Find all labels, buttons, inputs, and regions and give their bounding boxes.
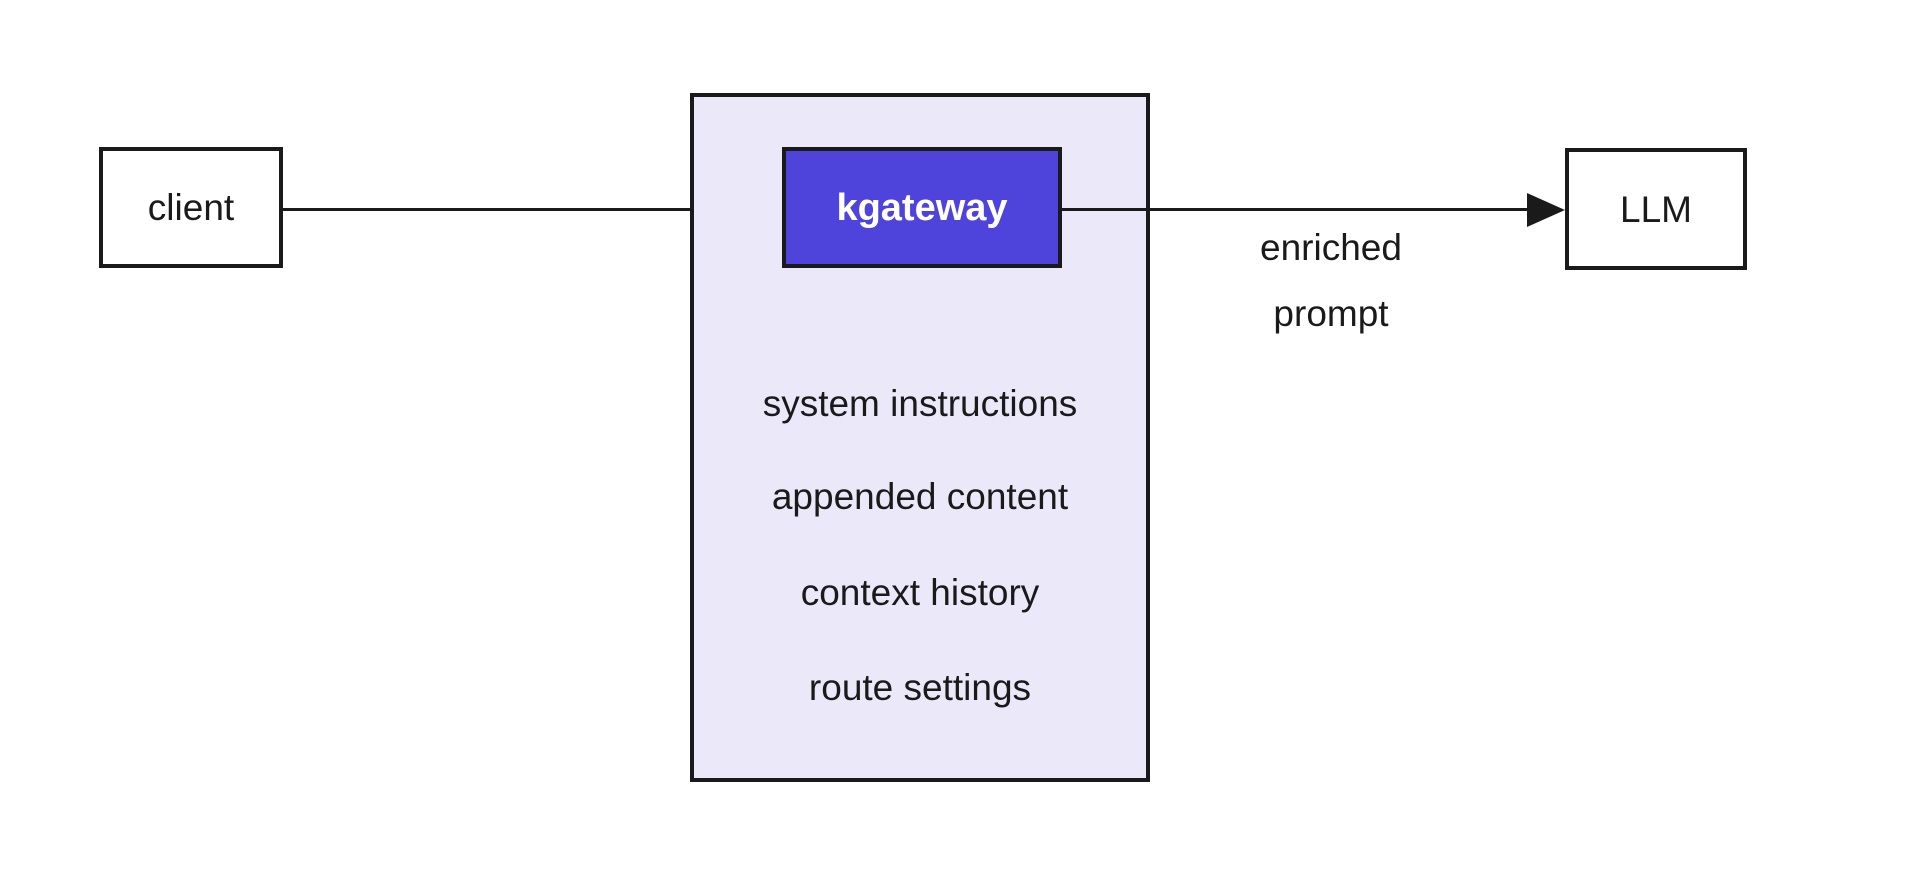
arrow-line-kgateway-to-llm <box>1062 208 1530 211</box>
container-item-appended-content: appended content <box>771 476 1069 517</box>
enriched-prompt-line-2: prompt <box>1273 293 1389 334</box>
kgateway-node: kgateway <box>782 147 1062 268</box>
arrow-head-icon <box>1527 193 1565 227</box>
container-item-route-settings: route settings <box>808 667 1032 708</box>
kgateway-container: kgateway system instructions appended co… <box>690 93 1150 782</box>
llm-node: LLM <box>1565 148 1747 270</box>
enriched-prompt-line-1: enriched <box>1260 227 1402 268</box>
client-node: client <box>99 147 283 268</box>
container-item-context-history: context history <box>800 572 1040 613</box>
kgateway-label: kgateway <box>836 186 1008 229</box>
llm-label: LLM <box>1620 188 1692 230</box>
client-label: client <box>147 187 235 228</box>
enriched-prompt-label: enriched prompt <box>1260 215 1402 347</box>
arrow-line-client-to-kgateway <box>283 208 746 211</box>
container-item-system-instructions: system instructions <box>762 383 1078 424</box>
